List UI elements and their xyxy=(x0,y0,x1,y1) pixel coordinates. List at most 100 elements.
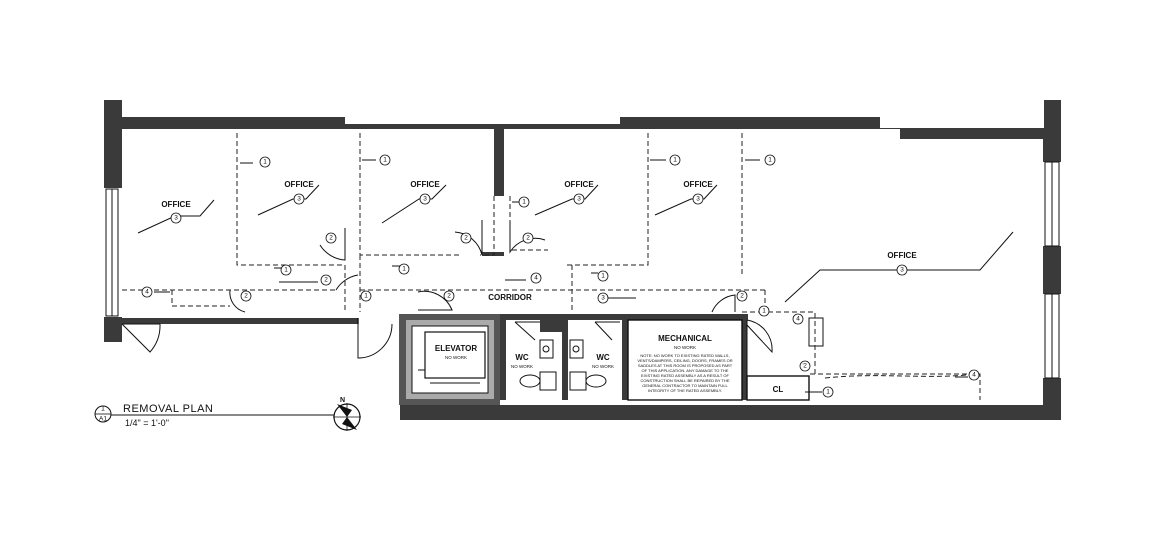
drawing-scale: 1/4" = 1'-0" xyxy=(125,418,169,428)
keynote-tag: 4 xyxy=(530,272,542,284)
svg-text:1: 1 xyxy=(768,157,772,164)
room-label-wc-1: WC xyxy=(515,353,529,362)
wc-2-sink xyxy=(569,339,584,359)
keynote-tag: 1 xyxy=(758,305,770,317)
keynote-tag: 1 xyxy=(360,290,372,302)
service-divider-2 xyxy=(562,320,568,400)
svg-text:1: 1 xyxy=(522,199,526,206)
west-pier-bottom xyxy=(104,317,122,342)
north-label: N xyxy=(340,397,345,404)
service-divider-3 xyxy=(622,320,628,400)
svg-text:3: 3 xyxy=(174,215,178,222)
room-label-office-east: OFFICE xyxy=(887,251,917,260)
svg-text:3: 3 xyxy=(900,267,904,274)
keynote-tag: 1 xyxy=(597,270,609,282)
svg-text:2: 2 xyxy=(447,293,451,300)
keynote-tag: 2 xyxy=(443,290,455,302)
svg-text:1: 1 xyxy=(826,389,830,396)
keynote-tag: 2 xyxy=(325,232,337,244)
keynote-tag: 3 xyxy=(692,193,704,205)
mechanical-note-line: SADDLES AT THIS ROOM IS PROPOSED AS PART xyxy=(638,363,733,368)
svg-text:2: 2 xyxy=(244,293,248,300)
west-pier-mid xyxy=(104,175,122,188)
north-arrow: N xyxy=(333,397,361,431)
keynote-tag: 1 xyxy=(379,154,391,166)
service-wall-top xyxy=(400,314,748,320)
room-label-closet: CL xyxy=(773,385,784,394)
room-label-corridor: CORRIDOR xyxy=(488,293,532,302)
svg-text:4: 4 xyxy=(972,372,976,379)
wc-1-sink xyxy=(539,339,554,359)
svg-text:2: 2 xyxy=(464,235,468,242)
keynote-tag: 1 xyxy=(398,263,410,275)
keynote-tags: 3 3 3 3 3 3 3 1 1 1 1 1 1 1 1 1 1 1 2 2 … xyxy=(141,154,980,398)
svg-text:3: 3 xyxy=(423,196,427,203)
keynote-tag: 2 xyxy=(240,290,252,302)
keynote-tag: 2 xyxy=(799,360,811,372)
wc-1-toilet xyxy=(519,374,541,388)
room-label-office-5: OFFICE xyxy=(683,180,713,189)
mechanical-note-line: EXISTING RATED ASSEMBLY AS A RESULT OF xyxy=(641,373,729,378)
room-label-office-2: OFFICE xyxy=(284,180,314,189)
mechanical-note-line: INTEGRITY OF THE RATED ASSEMBLY. xyxy=(648,388,722,393)
mechanical-note-line: OF THIS APPLICATION. ANY DAMAGE TO THE xyxy=(642,368,729,373)
removal-partitions xyxy=(122,133,981,400)
north-arrow-icon xyxy=(337,404,352,417)
exterior-walls xyxy=(104,100,1061,420)
svg-text:3: 3 xyxy=(297,196,301,203)
elevator-no-work: NO WORK xyxy=(445,355,467,360)
shaft-1 xyxy=(540,320,562,332)
room-label-mechanical: MECHANICAL xyxy=(658,334,712,343)
closet-outline xyxy=(746,375,810,401)
east-pier-mid xyxy=(1043,246,1061,294)
center-partition xyxy=(494,124,504,196)
svg-text:3: 3 xyxy=(577,196,581,203)
mechanical-note-line: CONSTRUCTION SHALL BE REPAIRED BY THE xyxy=(641,378,730,383)
drawing-title: REMOVAL PLAN xyxy=(123,403,213,415)
mechanical-note-line: GENERAL CONTRACTOR TO MAINTAIN FULL xyxy=(642,383,728,388)
keynote-tag: 3 xyxy=(419,193,431,205)
wc-1-no-work: NO WORK xyxy=(511,364,533,369)
north-wall xyxy=(104,100,1061,175)
svg-text:2: 2 xyxy=(740,293,744,300)
svg-text:1: 1 xyxy=(284,267,288,274)
keynote-tag: 2 xyxy=(736,290,748,302)
keynote-tag: 1 xyxy=(518,196,530,208)
mechanical-note-line: NOTE: NO WORK TO EXISTING RATED WALLS, xyxy=(640,353,729,358)
room-label-wc-2: WC xyxy=(596,353,610,362)
svg-text:4: 4 xyxy=(145,289,149,296)
keynote-tag: 2 xyxy=(460,232,472,244)
room-label-elevator: ELEVATOR xyxy=(435,344,477,353)
svg-text:4: 4 xyxy=(796,316,800,323)
mechanical-note: NOTE: NO WORK TO EXISTING RATED WALLS, V… xyxy=(637,353,732,393)
svg-text:4: 4 xyxy=(534,275,538,282)
keynote-tag: 3 xyxy=(597,292,609,304)
mechanical-no-work: NO WORK xyxy=(674,345,696,350)
svg-text:1: 1 xyxy=(601,273,605,280)
south-wall-east xyxy=(400,378,1061,420)
windows xyxy=(105,161,1060,379)
svg-text:1: 1 xyxy=(402,266,406,273)
keynote-tag: 3 xyxy=(573,193,585,205)
keynote-tag: 4 xyxy=(792,313,804,325)
drawing-title-block: 1 A1 REMOVAL PLAN 1/4" = 1'-0" xyxy=(94,403,335,428)
svg-text:1: 1 xyxy=(762,308,766,315)
service-divider-1 xyxy=(500,320,506,400)
keynote-tag: 1 xyxy=(764,154,776,166)
door-header xyxy=(482,252,504,256)
wc-2-toilet xyxy=(585,374,607,388)
mechanical-room-outline xyxy=(627,319,743,401)
mech-east-wall xyxy=(742,320,747,400)
keynote-tag: 4 xyxy=(968,369,980,381)
svg-text:1: 1 xyxy=(673,157,677,164)
wc-2-toilet-tank xyxy=(569,371,587,391)
room-label-office-3: OFFICE xyxy=(410,180,440,189)
svg-text:3: 3 xyxy=(601,295,605,302)
svg-text:1: 1 xyxy=(364,293,368,300)
drawing-number: 1 xyxy=(101,406,105,413)
keynote-tag: 1 xyxy=(669,154,681,166)
room-label-office-4: OFFICE xyxy=(564,180,594,189)
svg-text:2: 2 xyxy=(526,235,530,242)
keynote-tag: 4 xyxy=(141,286,153,298)
